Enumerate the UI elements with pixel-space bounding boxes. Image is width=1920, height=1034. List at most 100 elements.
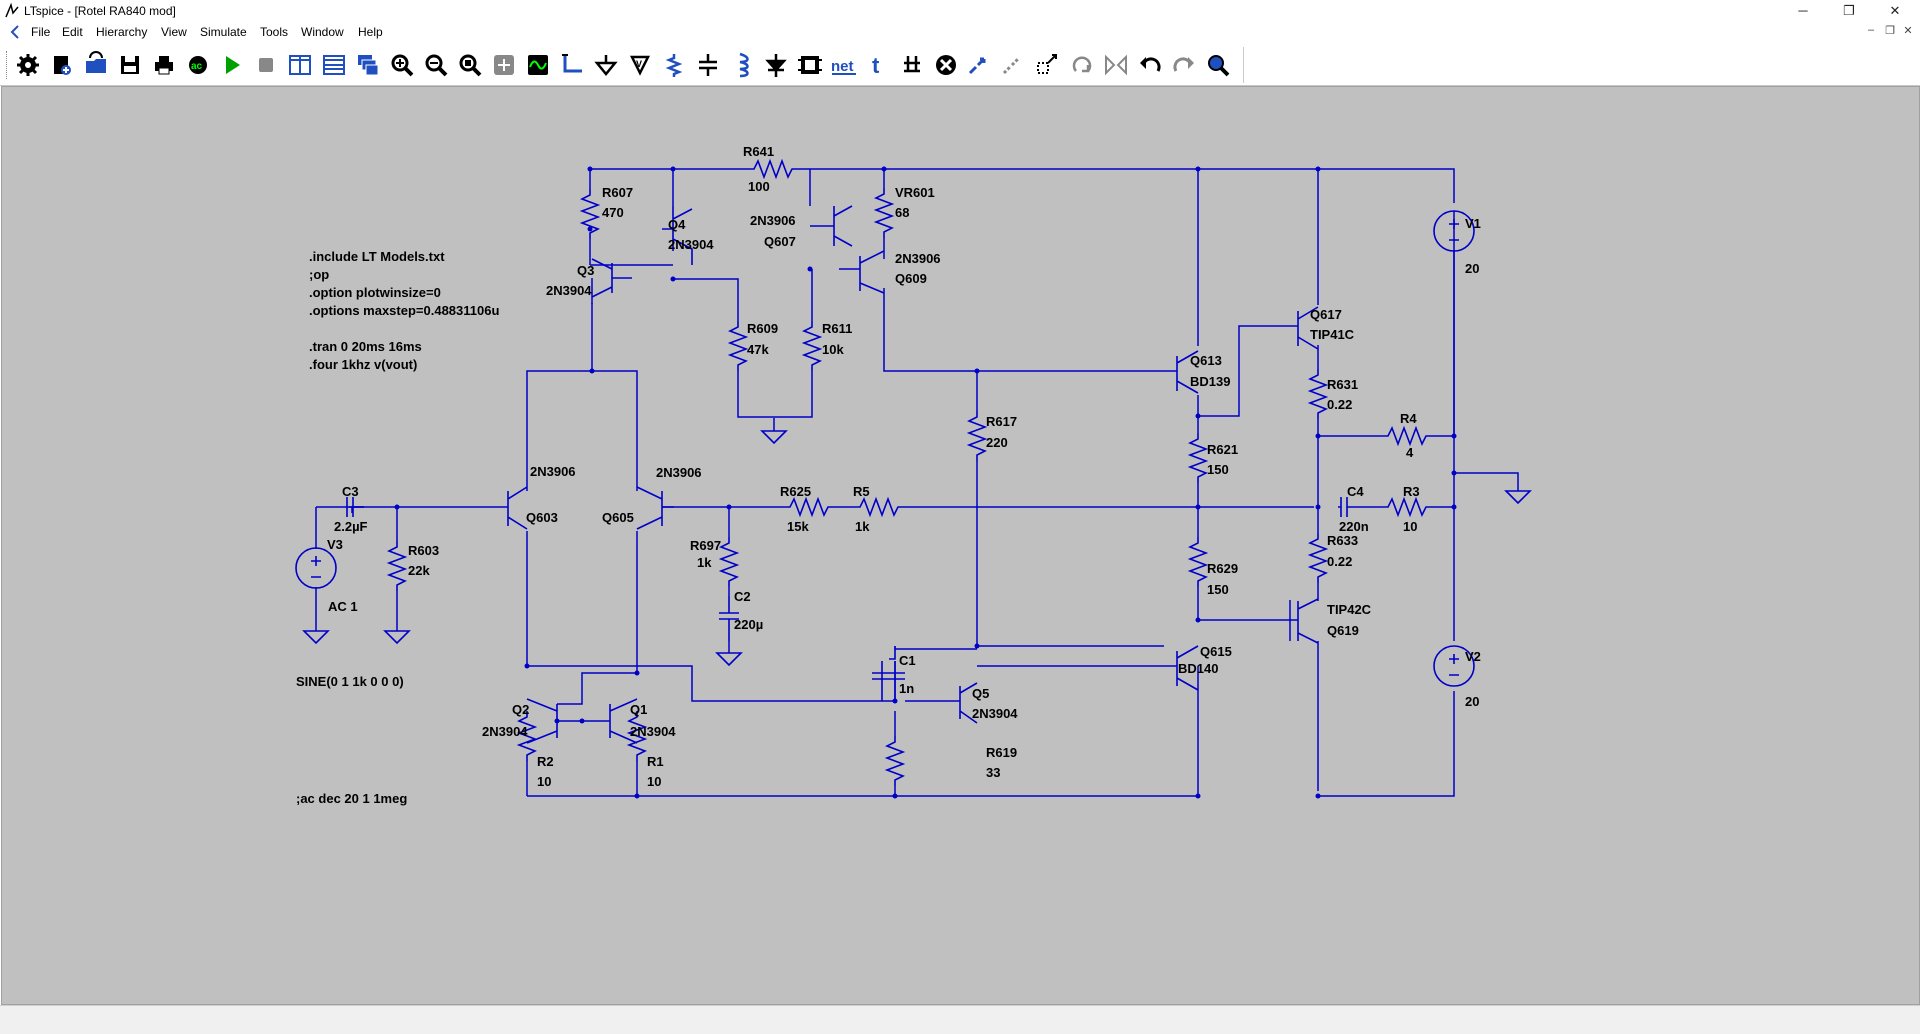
label-q2-name[interactable]: Q2: [512, 702, 529, 717]
directive-sine[interactable]: SINE(0 1 1k 0 0 0): [296, 674, 404, 689]
label-r603-value[interactable]: 22k: [408, 563, 430, 578]
transistor-q613[interactable]: [1164, 350, 1199, 394]
label-q1-name[interactable]: Q1: [630, 702, 647, 717]
label-r611-value[interactable]: 10k: [822, 342, 844, 357]
close-button[interactable]: ✕: [1889, 3, 1901, 18]
transistor-q3[interactable]: [591, 258, 632, 298]
transistor-q5[interactable]: [905, 682, 978, 724]
label-r2-name[interactable]: R2: [537, 754, 554, 769]
resistor-vr601[interactable]: [875, 187, 893, 239]
label-c2-value[interactable]: 220µ: [734, 617, 763, 632]
label-v3-value[interactable]: AC 1: [328, 599, 358, 614]
resistor-r5[interactable]: [853, 498, 905, 516]
ground-symbol-3[interactable]: [302, 630, 330, 645]
label-r1-name[interactable]: R1: [647, 754, 664, 769]
duplicate-button[interactable]: [966, 51, 994, 79]
capacitor-c3[interactable]: [346, 497, 364, 517]
label-q615-name[interactable]: Q615: [1200, 644, 1232, 659]
directive-four[interactable]: .four 1khz v(vout): [309, 357, 417, 372]
resistor-r633[interactable]: [1309, 532, 1327, 584]
drag-button[interactable]: [1034, 51, 1062, 79]
run-button[interactable]: [218, 51, 246, 79]
menu-help[interactable]: Help: [358, 25, 383, 39]
capacitor-c4[interactable]: [1340, 497, 1361, 517]
label-q609-name[interactable]: Q609: [895, 271, 927, 286]
label-q619-name[interactable]: Q619: [1327, 623, 1359, 638]
label-c3-name[interactable]: C3: [342, 484, 359, 499]
mirror-button[interactable]: [1102, 51, 1130, 79]
menu-tools[interactable]: Tools: [260, 25, 289, 39]
find-button[interactable]: [1204, 51, 1232, 79]
label-q1-model[interactable]: 2N3904: [630, 724, 676, 739]
label-r641-value[interactable]: 100: [748, 179, 770, 194]
transistor-q615[interactable]: [1164, 645, 1199, 691]
label-v3-name[interactable]: V3: [327, 537, 343, 552]
redo-button[interactable]: [1170, 51, 1198, 79]
zoom-fit-button[interactable]: [456, 51, 484, 79]
label-c1-value[interactable]: 1n: [899, 681, 914, 696]
label-v2-name[interactable]: V2: [1465, 649, 1481, 664]
menu-window[interactable]: Window: [301, 25, 344, 39]
transistor-q607[interactable]: [810, 205, 853, 247]
new-schematic-button[interactable]: [48, 51, 76, 79]
resistor-r611[interactable]: [803, 320, 821, 372]
zoom-in-button[interactable]: [388, 51, 416, 79]
ground-button[interactable]: [592, 51, 620, 79]
label-q613-name[interactable]: Q613: [1190, 353, 1222, 368]
rotate-button[interactable]: [1068, 51, 1096, 79]
open-button[interactable]: [82, 51, 110, 79]
label-q3-name[interactable]: Q3: [577, 263, 594, 278]
autoscale-button[interactable]: [524, 51, 552, 79]
resistor-r621[interactable]: [1189, 432, 1207, 484]
label-q4-model[interactable]: 2N3904: [668, 237, 714, 252]
directive-ac[interactable]: ;ac dec 20 1 1meg: [296, 791, 407, 806]
spice-directive-button[interactable]: [898, 51, 926, 79]
label-r625-name[interactable]: R625: [780, 484, 811, 499]
schematic-canvas[interactable]: .include LT Models.txt ;op .option plotw…: [1, 86, 1920, 1005]
tile-vertical-button[interactable]: [286, 51, 314, 79]
undo-button[interactable]: [1136, 51, 1164, 79]
label-q603-model[interactable]: 2N3906: [530, 464, 576, 479]
label-r621-value[interactable]: 150: [1207, 462, 1229, 477]
transistor-q2[interactable]: [526, 698, 582, 744]
label-q617-model[interactable]: TIP41C: [1310, 327, 1355, 342]
label-v2-value[interactable]: 20: [1465, 694, 1479, 709]
cascade-button[interactable]: [354, 51, 382, 79]
label-q613-model[interactable]: BD139: [1190, 374, 1230, 389]
directive-maxstep[interactable]: .options maxstep=0.48831106u: [309, 303, 499, 318]
label-r633-value[interactable]: 0.22: [1327, 554, 1352, 569]
menu-simulate[interactable]: Simulate: [200, 25, 247, 39]
label-r619-name[interactable]: R619: [986, 745, 1017, 760]
label-r629-value[interactable]: 150: [1207, 582, 1229, 597]
label-r641-name[interactable]: R641: [743, 144, 774, 159]
label-r631-value[interactable]: 0.22: [1327, 397, 1352, 412]
label-r4-value[interactable]: 4: [1406, 445, 1414, 460]
transistor-q4[interactable]: [662, 206, 693, 265]
label-c4-name[interactable]: C4: [1347, 484, 1364, 499]
label-r5-value[interactable]: 1k: [855, 519, 870, 534]
capacitor-c2[interactable]: [719, 596, 739, 641]
label-r625-value[interactable]: 15k: [787, 519, 809, 534]
label-c2-name[interactable]: C2: [734, 589, 751, 604]
zoom-out-button[interactable]: [422, 51, 450, 79]
maximize-button[interactable]: ❐: [1843, 3, 1855, 18]
resistor-r3[interactable]: [1381, 498, 1433, 516]
zoom-area-button[interactable]: [490, 51, 518, 79]
label-q5-name[interactable]: Q5: [972, 686, 989, 701]
label-q617-name[interactable]: Q617: [1310, 307, 1342, 322]
mdi-minimize-button[interactable]: –: [1867, 24, 1875, 36]
label-vr601-value[interactable]: 68: [895, 205, 909, 220]
label-c1-name[interactable]: C1: [899, 653, 916, 668]
label-r609-value[interactable]: 47k: [747, 342, 769, 357]
delete-button[interactable]: [932, 51, 960, 79]
transistor-q603[interactable]: [492, 486, 528, 530]
label-r3-name[interactable]: R3: [1403, 484, 1420, 499]
label-r607-value[interactable]: 470: [602, 205, 624, 220]
label-q605-name[interactable]: Q605: [602, 510, 634, 525]
voltage-source-v3[interactable]: [295, 547, 337, 589]
spice-directives[interactable]: .include LT Models.txt ;op .option plotw…: [296, 249, 499, 806]
directive-include[interactable]: .include LT Models.txt: [309, 249, 445, 264]
toolbar-grip[interactable]: [6, 51, 10, 79]
label-q603-name[interactable]: Q603: [526, 510, 558, 525]
transistor-q609[interactable]: [839, 250, 885, 294]
